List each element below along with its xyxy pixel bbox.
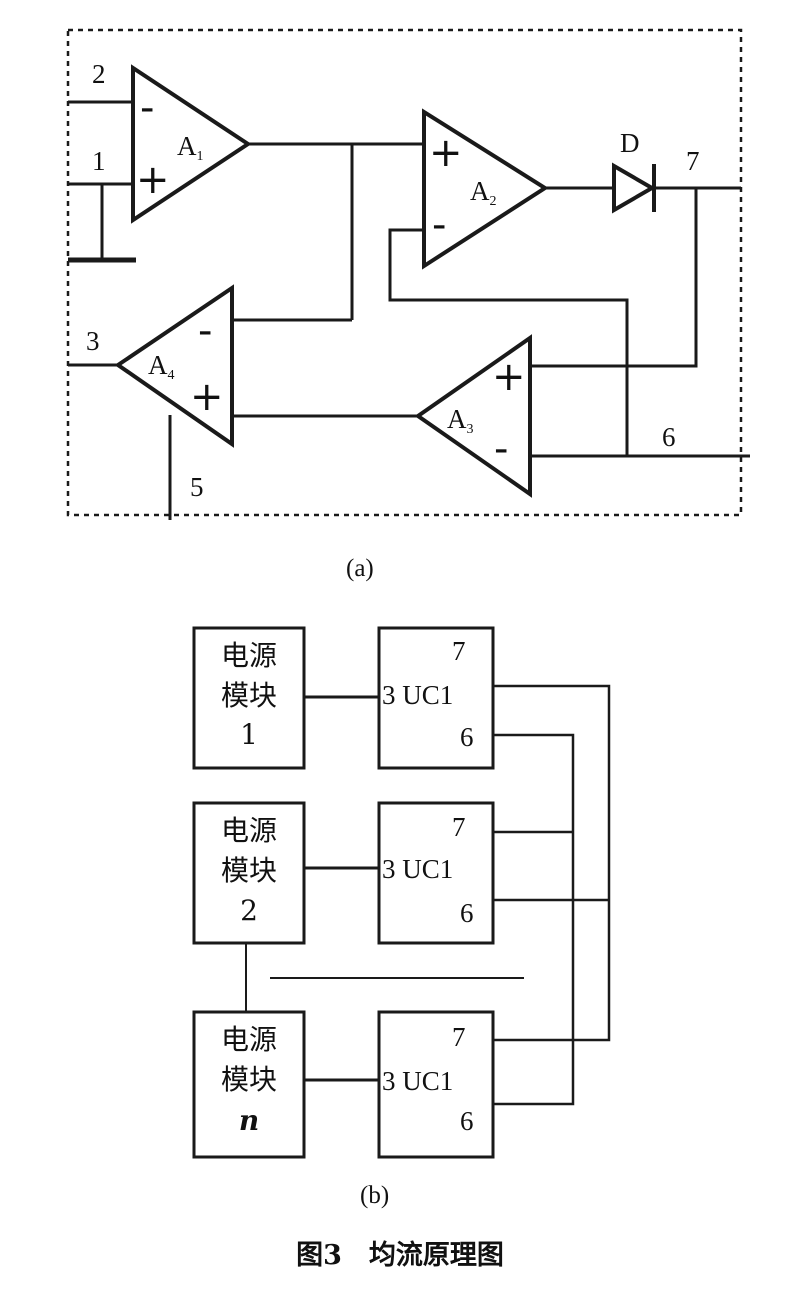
module-2-line2: 模块 — [221, 854, 277, 887]
a3-label: A3 — [447, 404, 474, 437]
panel-a: - + A1 2 1 + - A2 D 7 + - A3 — [66, 28, 750, 582]
chip-2-pin6: 6 — [460, 898, 474, 928]
a4-minus-sign: - — [198, 308, 212, 354]
opamp-a1 — [131, 64, 252, 224]
diode-d — [612, 162, 656, 214]
a2-minus-sign: - — [432, 202, 446, 248]
chip-1-label: 3 UC1 — [382, 680, 453, 710]
module-n-line2: 模块 — [221, 1063, 277, 1096]
a3-minus-sign: - — [494, 426, 508, 472]
a4-label: A4 — [148, 350, 175, 383]
pin-3-label: 3 — [86, 326, 100, 356]
power-module-n — [192, 1010, 306, 1159]
panel-b: 电源 模块 1 3 UC1 7 6 电源 模块 2 3 UC1 7 6 电源 模… — [192, 626, 611, 1209]
power-module-2 — [192, 801, 306, 945]
a4-plus-sign: + — [190, 374, 224, 420]
module-1-line1: 电源 — [221, 639, 277, 672]
opamp-a4 — [114, 284, 234, 448]
uc-chip-2 — [377, 801, 495, 945]
module-n-line1: 电源 — [221, 1023, 277, 1056]
chip-1-pin6: 6 — [460, 722, 474, 752]
uc-chip-n — [377, 1010, 495, 1159]
module-1-line3: 1 — [240, 718, 258, 751]
opamp-a2 — [422, 108, 549, 270]
a1-plus-sign: + — [136, 157, 170, 203]
wire-a3-plus — [530, 188, 698, 368]
chip-n-label: 3 UC1 — [382, 1066, 453, 1096]
panel-a-caption: (a) — [346, 555, 374, 582]
module-2-line1: 电源 — [221, 814, 277, 847]
bus-pin6 — [493, 733, 575, 1106]
module-1-line2: 模块 — [221, 679, 277, 712]
chip-2-label: 3 UC1 — [382, 854, 453, 884]
pin-7-label: 7 — [686, 146, 700, 176]
chip-n-pin6: 6 — [460, 1106, 474, 1136]
module-2-line3: 2 — [240, 894, 258, 927]
a1-minus-sign: - — [140, 85, 154, 131]
pin-5-label: 5 — [190, 472, 204, 502]
pin-6-label: 6 — [662, 422, 676, 452]
pin-1-label: 1 — [92, 146, 106, 176]
pin-2-label: 2 — [92, 59, 106, 89]
a2-label: A2 — [470, 176, 497, 209]
a2-plus-sign: + — [429, 130, 463, 176]
a1-label: A1 — [177, 131, 204, 164]
chip-n-pin7: 7 — [452, 1022, 466, 1052]
panel-b-caption: (b) — [360, 1182, 389, 1209]
figure-caption: 图3 均流原理图 — [296, 1240, 504, 1271]
chip-1-pin7: 7 — [452, 636, 466, 666]
wire-a2-feedback — [388, 228, 629, 456]
diode-label: D — [620, 128, 640, 158]
opamp-a3 — [414, 334, 532, 498]
a3-plus-sign: + — [492, 354, 526, 400]
chip-2-pin7: 7 — [452, 812, 466, 842]
dashed-boundary — [66, 28, 743, 517]
bus-pin7 — [493, 684, 611, 1042]
module-n-line3: n — [239, 1104, 259, 1137]
